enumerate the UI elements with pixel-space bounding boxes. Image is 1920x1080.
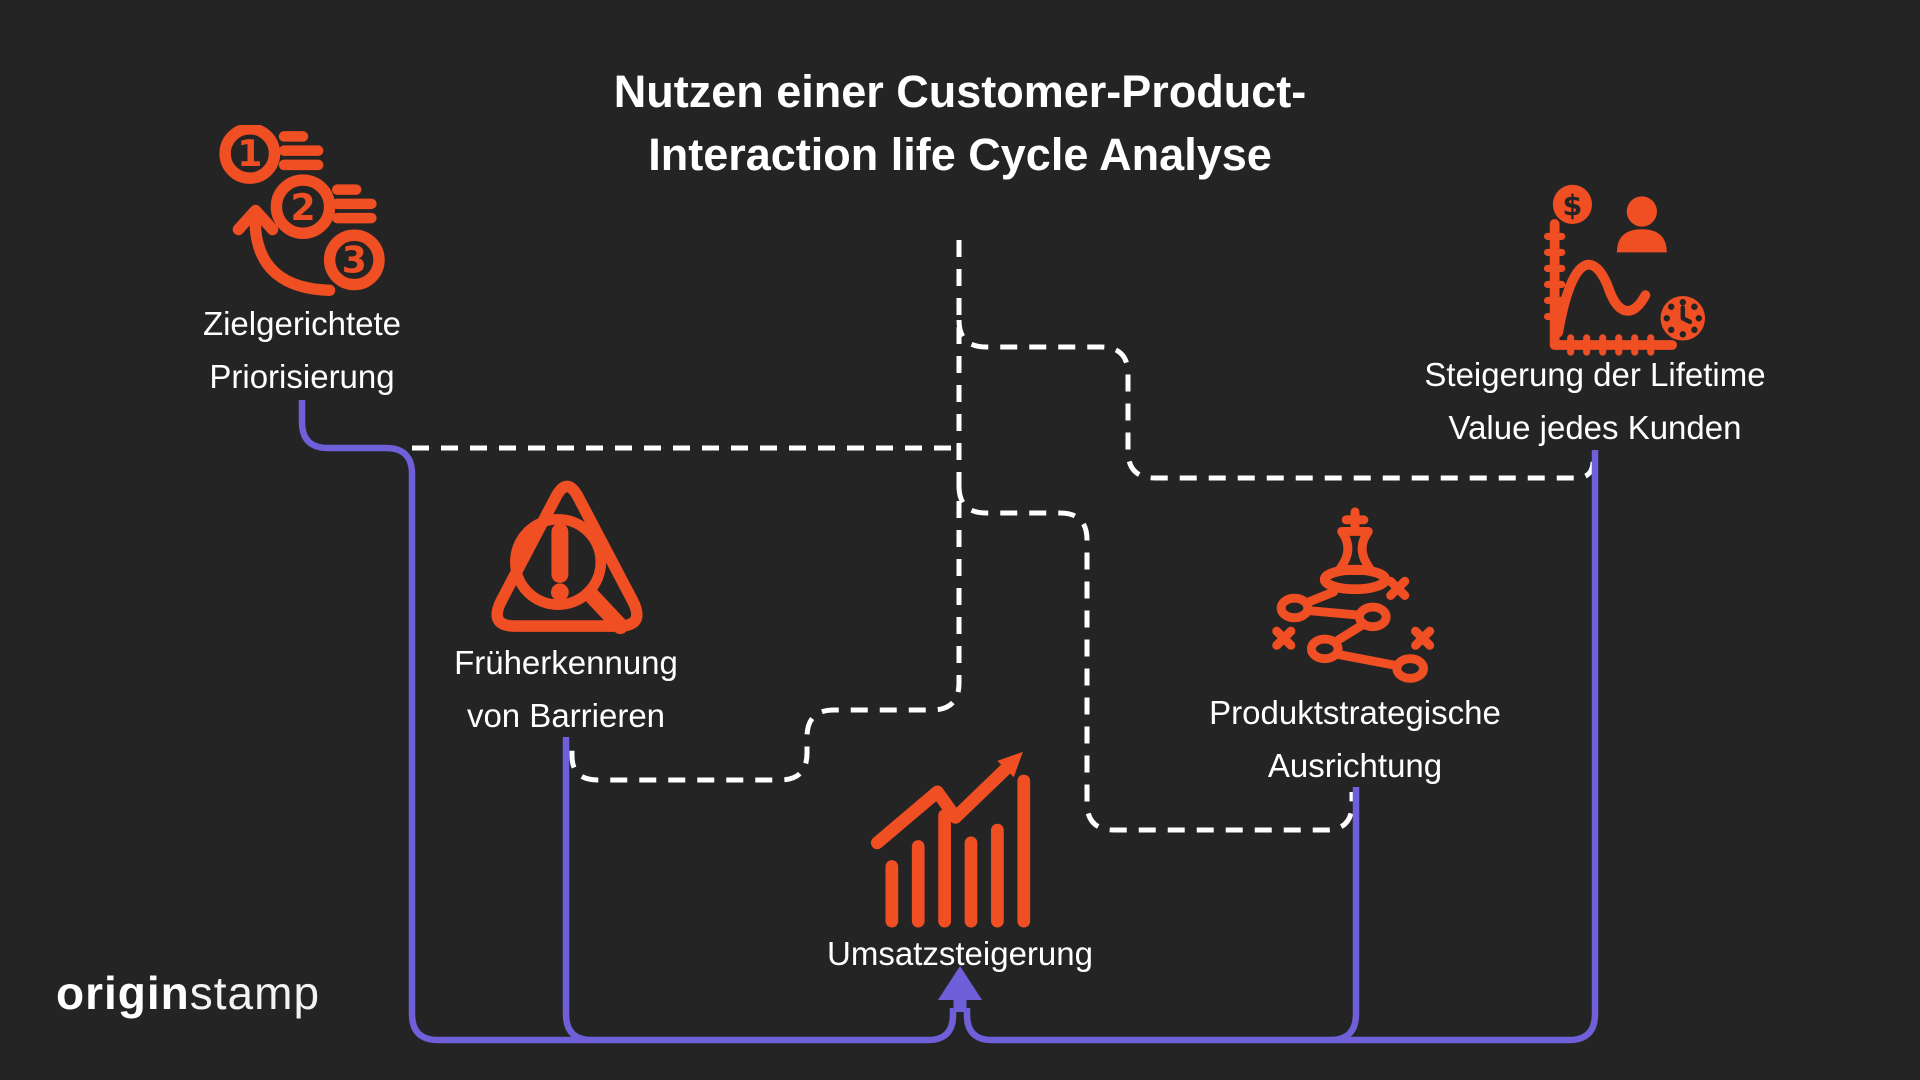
label-line: Früherkennung	[454, 644, 678, 681]
page-title: Nutzen einer Customer-Product- Interacti…	[460, 60, 1460, 186]
purple-line-priorisierung-to-bus	[298, 400, 957, 1044]
benefit-label-barrieren: Früherkennung von Barrieren	[366, 636, 766, 742]
lifetime-value-curve-icon: $	[1543, 184, 1706, 356]
priority-number-1: 1	[237, 133, 262, 175]
logo-stamp: stamp	[189, 967, 321, 1019]
clock-icon	[1660, 296, 1706, 341]
label-line: von Barrieren	[466, 697, 666, 734]
page-title-line2: Interaction life Cycle Analyse	[648, 129, 1272, 180]
numbered-priority-steps-icon: 1 2 3	[219, 125, 385, 296]
arrow-up-head	[938, 966, 982, 1000]
label-line: Steigerung der Lifetime	[1424, 356, 1766, 393]
label-line: Priorisierung	[209, 358, 395, 395]
page-title-line1: Nutzen einer Customer-Product-	[613, 66, 1307, 117]
label-line: Value jedes Kunden	[1448, 409, 1742, 446]
purple-line-produktstrategie-to-bus	[1329, 787, 1360, 1044]
dollar-sign: $	[1563, 189, 1583, 222]
purple-line-barrieren-to-bus	[562, 737, 593, 1044]
priority-number-2: 2	[290, 187, 315, 229]
dashed-branch-produktstrategie	[956, 485, 1355, 833]
label-line: Zielgerichtete	[202, 305, 402, 342]
priority-number-3: 3	[342, 239, 367, 281]
benefit-label-produktstrategie: Produktstrategische Ausrichtung	[1155, 686, 1555, 792]
label-line: Ausrichtung	[1267, 747, 1443, 784]
chess-strategy-plan-icon	[1272, 507, 1435, 683]
dashed-center-to-barrieren	[569, 240, 962, 783]
label-line: Umsatzsteigerung	[827, 935, 1093, 972]
logo-origin: origin	[56, 967, 190, 1019]
person-icon	[1616, 196, 1667, 253]
originstamp-logo: originstamp	[56, 966, 320, 1020]
benefit-label-priorisierung: Zielgerichtete Priorisierung	[102, 297, 502, 403]
dollar-coin-icon	[1552, 184, 1593, 224]
warning-triangle-magnifier-icon	[491, 480, 643, 635]
benefit-label-lifetime-value: Steigerung der Lifetime Value jedes Kund…	[1355, 348, 1835, 454]
dashed-branch-lifetime	[956, 319, 1596, 481]
bar-chart-growth-arrow-icon	[870, 751, 1031, 928]
purple-line-lifetime-to-bus	[963, 450, 1599, 1044]
label-line: Produktstrategische	[1209, 694, 1501, 731]
benefit-label-umsatzsteigerung: Umsatzsteigerung	[735, 927, 1185, 980]
